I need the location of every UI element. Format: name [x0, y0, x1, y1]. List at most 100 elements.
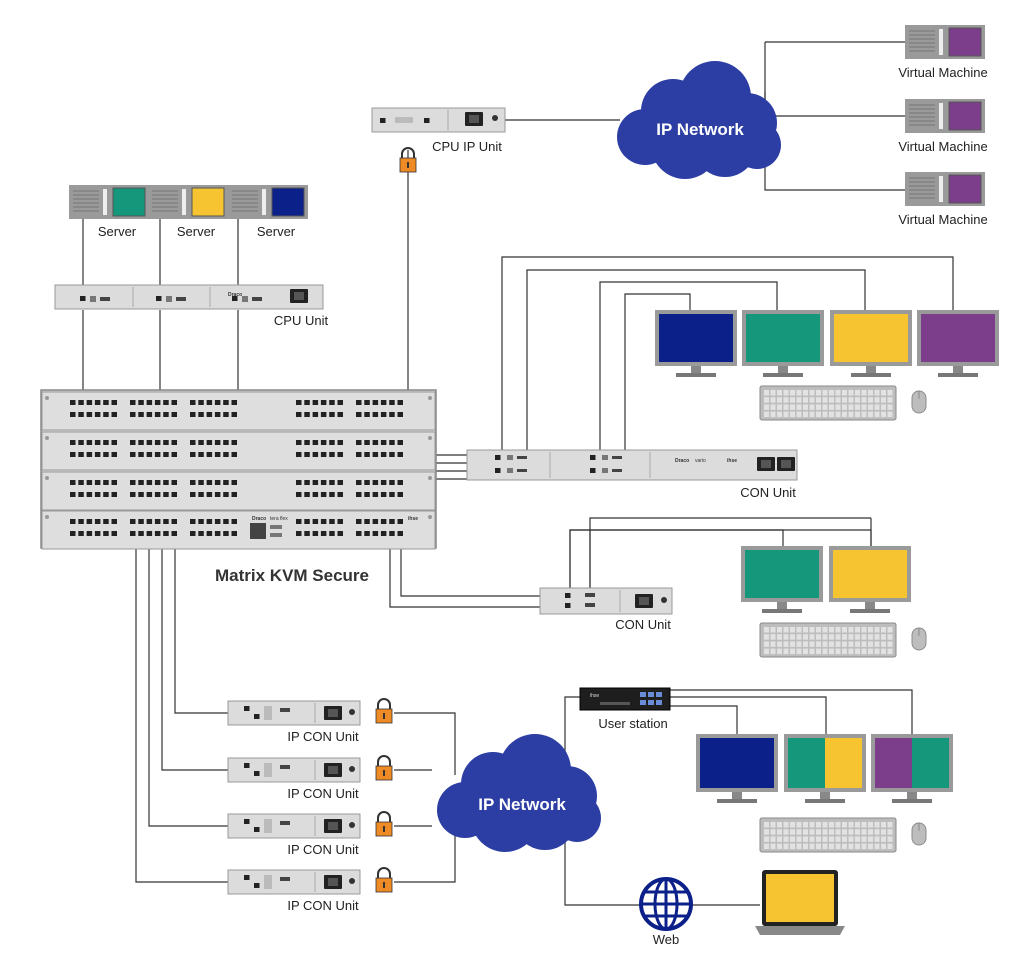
keyboard-key	[887, 627, 893, 633]
power-socket-inner	[761, 460, 771, 468]
port	[198, 531, 204, 536]
port	[264, 763, 272, 777]
port	[70, 412, 76, 417]
keyboard-key	[835, 836, 841, 842]
vario-text: vario	[695, 458, 706, 464]
user-station-label: User station	[598, 716, 667, 731]
port	[130, 412, 136, 417]
keyboard-key	[874, 648, 880, 655]
keyboard-key	[861, 843, 867, 850]
port	[111, 492, 117, 497]
wire	[161, 548, 228, 771]
unit-button	[349, 822, 355, 828]
port	[231, 480, 237, 485]
port	[94, 531, 101, 536]
ihse-brand-text: ihse	[408, 516, 418, 522]
port	[320, 519, 327, 524]
port	[337, 412, 343, 417]
monitor-foot	[892, 799, 932, 803]
port	[163, 412, 169, 417]
wire	[599, 281, 778, 455]
keyboard-key	[822, 411, 828, 418]
port	[206, 440, 213, 445]
lock-shackle	[401, 147, 415, 158]
port	[223, 452, 229, 457]
draco-brand-text: Draco	[252, 516, 266, 522]
port	[86, 412, 93, 417]
screw	[45, 515, 49, 519]
keyboard-key	[777, 836, 782, 842]
port	[111, 440, 117, 445]
port	[231, 452, 237, 457]
port	[372, 492, 379, 497]
port	[364, 412, 370, 417]
lock-shackle	[377, 698, 391, 709]
keyboard-key	[842, 829, 847, 835]
unit-button	[349, 766, 355, 772]
port	[86, 492, 93, 497]
port	[254, 714, 260, 719]
port	[356, 440, 362, 445]
server-label: Server	[257, 224, 296, 239]
port	[90, 296, 96, 302]
port	[320, 440, 327, 445]
port	[80, 296, 86, 301]
web-globe-icon	[639, 877, 693, 931]
port	[94, 452, 101, 457]
keyboard-key	[816, 627, 821, 633]
port	[138, 531, 144, 536]
keyboard-key	[855, 634, 860, 640]
keyboard-key	[861, 397, 867, 403]
keyboard-key	[861, 641, 867, 647]
wire	[148, 548, 228, 827]
monitor-screen	[834, 314, 908, 362]
tower-slot	[262, 189, 266, 215]
keyboard-key	[790, 641, 795, 647]
port	[86, 531, 93, 536]
keyboard-key	[887, 843, 893, 850]
port	[154, 440, 161, 445]
tera-flex-text: tera flex	[270, 516, 288, 522]
port	[111, 452, 117, 457]
keyboard-key	[809, 411, 815, 418]
monitor-foot	[717, 799, 757, 803]
keyboard-key	[783, 822, 789, 828]
port	[517, 469, 527, 472]
port	[130, 492, 136, 497]
lock-keyhole	[383, 713, 385, 719]
port	[329, 440, 335, 445]
keyboard-key	[887, 836, 893, 842]
port	[304, 480, 310, 485]
port	[397, 440, 403, 445]
keyboard-key	[777, 648, 782, 655]
unit-case	[466, 449, 798, 481]
port	[329, 412, 335, 417]
port	[198, 492, 204, 497]
keyboard-key	[861, 411, 867, 418]
port	[389, 440, 395, 445]
port	[103, 531, 109, 536]
monitor-neck	[865, 602, 875, 610]
keyboard-key	[848, 648, 854, 655]
server-icon	[69, 185, 149, 219]
port	[154, 452, 161, 457]
keyboard-key	[790, 822, 795, 828]
keyboard-key	[822, 404, 828, 410]
keyboard-key	[764, 634, 769, 640]
keyboard-key	[829, 829, 834, 835]
wire	[501, 256, 954, 455]
port	[70, 531, 76, 536]
keyboard-key	[868, 404, 873, 410]
keyboard-key	[868, 397, 873, 403]
keyboard-key	[881, 836, 886, 842]
power-socket-inner	[781, 460, 791, 468]
keyboard-key	[770, 822, 776, 828]
port	[356, 492, 362, 497]
port	[372, 519, 379, 524]
keyboard-key	[783, 404, 789, 410]
port	[163, 492, 169, 497]
port	[656, 700, 662, 705]
keyboard-key	[861, 404, 867, 410]
ip-con-unit-label: IP CON Unit	[287, 729, 359, 744]
